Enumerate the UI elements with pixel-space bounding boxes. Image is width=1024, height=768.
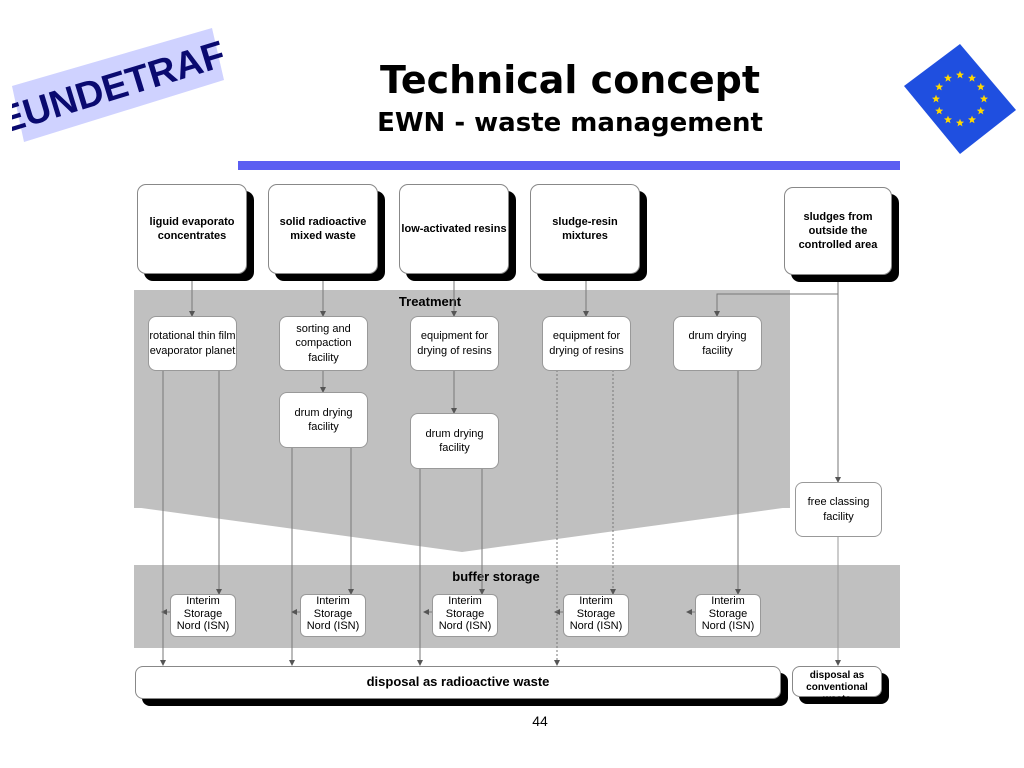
- isn-node-3: Interim Storage Nord (ISN): [432, 594, 498, 637]
- rotational-evaporator-node: rotational thin film evaporator planet: [148, 316, 237, 371]
- eu-flag-icon: [904, 44, 1016, 154]
- source-outside-sludges: sludges from outside the controlled area: [784, 187, 892, 275]
- source-low-activated-resins: low-activated resins: [399, 184, 509, 274]
- buffer-band: [134, 565, 900, 648]
- flag-star: [968, 74, 976, 82]
- buffer-label: buffer storage: [452, 569, 540, 584]
- drum-drying-node-2: drum drying facility: [279, 392, 368, 448]
- isn-node-5: Interim Storage Nord (ISN): [695, 594, 761, 637]
- page-title: Technical concept: [379, 58, 761, 102]
- flag-star: [976, 106, 985, 115]
- flag-star: [932, 94, 940, 103]
- free-classing-node: free classing facility: [795, 482, 882, 537]
- flag-star: [956, 70, 964, 79]
- flag-star: [968, 115, 976, 124]
- isn-node-4: Interim Storage Nord (ISN): [563, 594, 629, 637]
- flag-star: [944, 74, 952, 82]
- flag-star: [956, 118, 964, 127]
- source-evaporator-concentrates: liguid evaporato concentrates: [137, 184, 247, 274]
- resin-drying-node-1: equipment for drying of resins: [410, 316, 499, 371]
- page-number: 44: [532, 713, 548, 729]
- eundetraf-logo: EUNDETRAF: [12, 28, 224, 142]
- disposal-conventional: disposal as conventional waste: [792, 666, 882, 705]
- flag-star: [935, 106, 944, 115]
- drum-drying-node-3: drum drying facility: [410, 413, 499, 469]
- isn-node-2: Interim Storage Nord (ISN): [300, 594, 366, 637]
- source-solid-mixed-waste: solid radioactive mixed waste: [268, 184, 378, 274]
- isn-node-1: Interim Storage Nord (ISN): [170, 594, 236, 637]
- drum-drying-node-1: drum drying facility: [673, 316, 762, 371]
- page-subtitle: EWN - waste management: [377, 108, 763, 138]
- flag-star: [944, 115, 952, 124]
- treatment-funnel: [134, 507, 790, 552]
- source-sludge-resin-mixtures: sludge-resin mixtures: [530, 184, 640, 274]
- treatment-label: Treatment: [398, 294, 462, 309]
- sorting-compaction-node: sorting and compaction facility: [279, 316, 368, 371]
- title-rule: [238, 161, 900, 170]
- disposal-radioactive: disposal as radioactive waste: [135, 666, 781, 699]
- resin-drying-node-2: equipment for drying of resins: [542, 316, 631, 371]
- flag-star: [976, 82, 985, 91]
- flag-star: [935, 82, 944, 91]
- flag-star: [980, 94, 988, 103]
